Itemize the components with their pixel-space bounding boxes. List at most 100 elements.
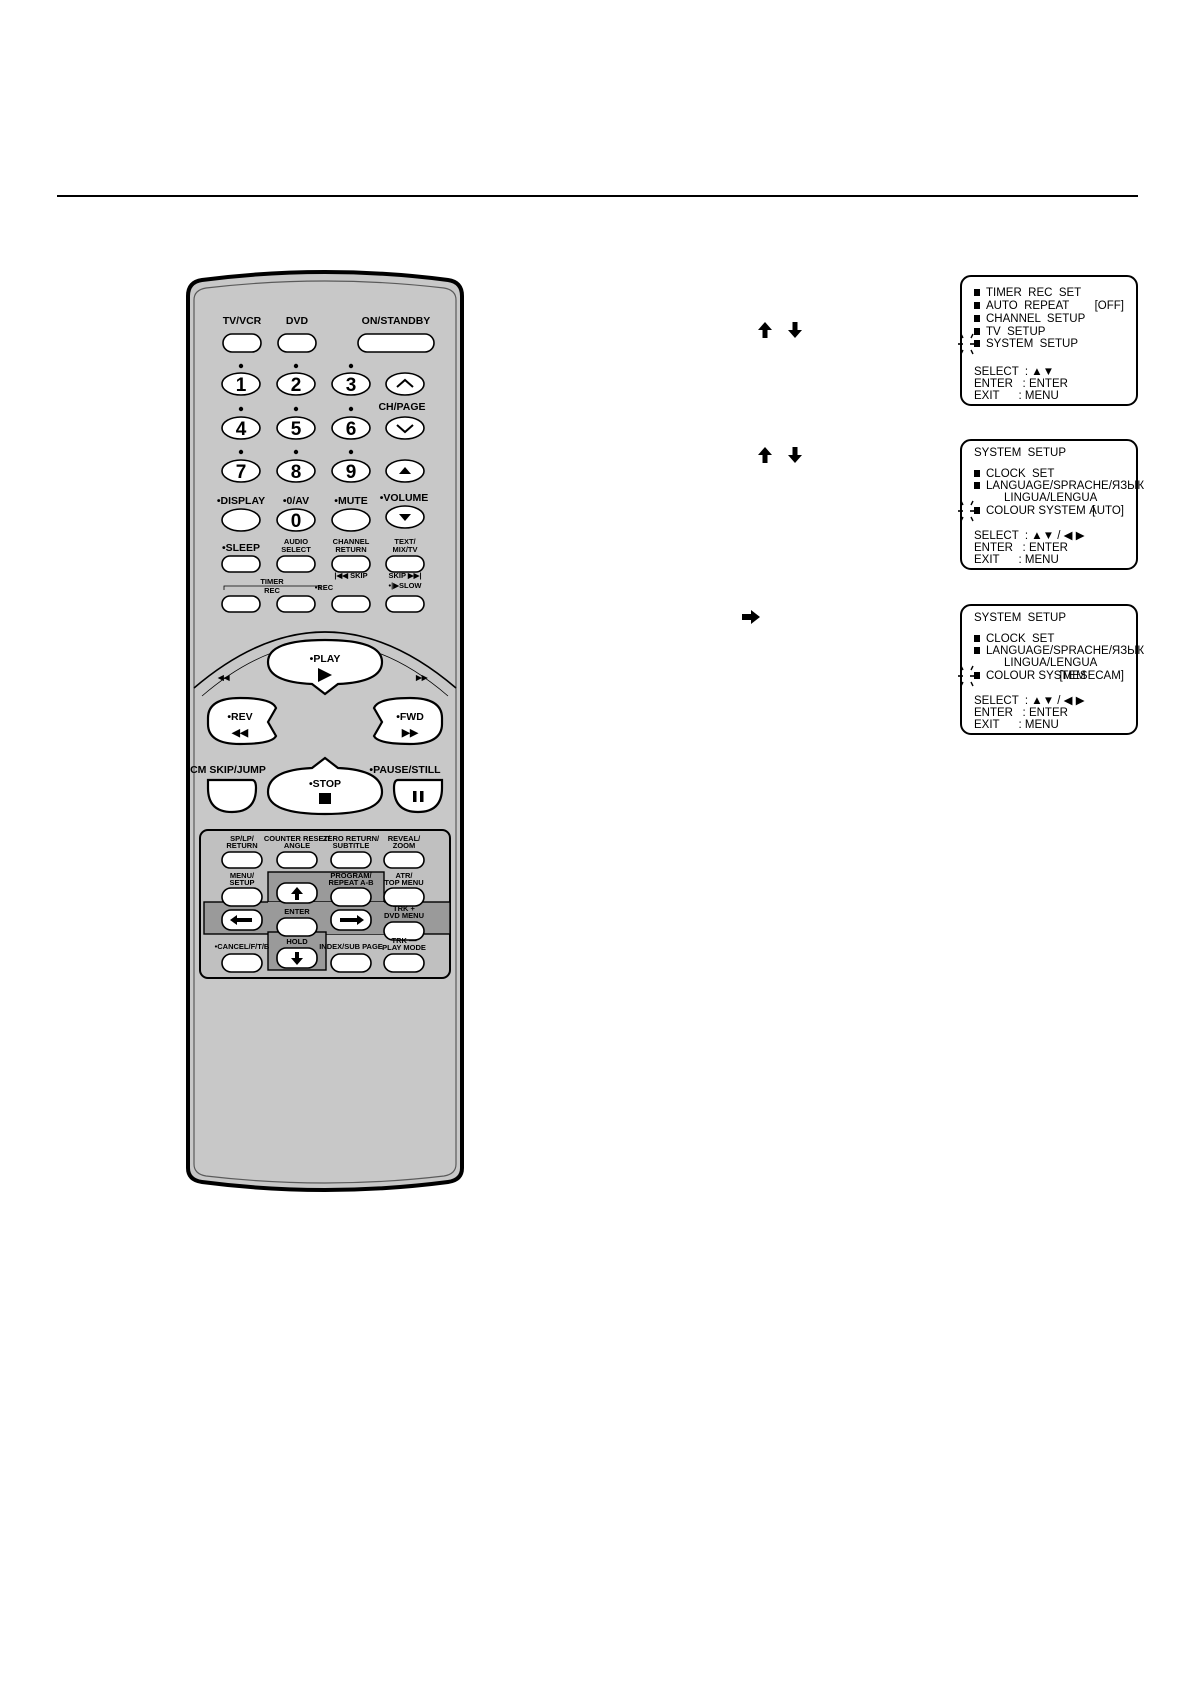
digit-6-button[interactable] [331,416,371,440]
channel-up-button[interactable] [385,372,425,396]
osd-footer-select: SELECT : ▲▼ [974,366,1055,378]
osd-item-channel-setup: CHANNEL SETUP [986,313,1086,325]
index-sub-page-button[interactable] [330,953,372,973]
program-repeat-button[interactable] [330,887,372,907]
fwd-button[interactable] [372,696,444,746]
trk-minus-play-mode-button[interactable] [383,953,425,973]
svg-text:0: 0 [291,511,302,532]
play-button[interactable] [266,638,384,696]
osd-screen-system-setup-mesecam: SYSTEM SETUP CLOCK SET LANGUAGE/SPRACHE/… [958,604,1144,735]
osd-item-timer-rec-set: TIMER REC SET [986,287,1082,299]
label-fwd: •FWD [396,711,424,723]
svg-text:ATR/: ATR/ [396,871,414,880]
label-display: •DISPLAY [217,495,265,507]
cancel-button[interactable] [221,953,263,973]
zero-return-subtitle-button[interactable] [330,851,372,869]
osd-footer-exit: EXIT : MENU [974,554,1059,566]
svg-text:REPEAT A-B: REPEAT A-B [329,878,375,887]
label-pause-still: •PAUSE/STILL [369,764,441,776]
enter-button[interactable] [276,917,318,937]
osd-footer-exit: EXIT : MENU [974,719,1059,731]
rec-button[interactable] [276,595,316,613]
pause-still-button[interactable] [392,778,444,814]
skip-fwd-slow-button[interactable] [385,595,425,613]
label-rev: •REV [227,711,252,723]
down-arrow-icon [291,952,303,965]
rewind-icon: ◀◀ [231,727,249,739]
svg-text:RETURN: RETURN [226,841,257,850]
tv-vcr-button[interactable] [222,333,262,353]
text-mix-tv-button[interactable] [385,555,425,573]
label-play: •PLAY [310,653,341,665]
label-stop: •STOP [309,778,341,790]
label-cancel: •CANCEL/F/T/B [215,942,270,951]
label-text: TEXT/ [394,537,416,546]
blinking-cursor-icon [958,665,976,687]
play-icon [318,668,332,682]
svg-text:ANGLE: ANGLE [284,841,310,850]
label-index: INDEX/SUB PAGE [319,942,383,951]
digit-2-button[interactable] [276,372,316,396]
osd-footer-enter: ENTER : ENTER [974,378,1068,390]
counter-reset-angle-button[interactable] [276,851,318,869]
channel-down-button[interactable] [385,416,425,440]
left-arrow-icon [230,915,252,925]
menu-setup-button[interactable] [221,887,263,907]
label-mute: •MUTE [334,495,367,507]
svg-text:TRK +: TRK + [393,904,415,913]
label-return: RETURN [335,545,366,554]
osd-value-colour-system: [MESECAM] [1059,670,1124,682]
mute-button[interactable] [331,508,371,532]
audio-select-button[interactable] [276,555,316,573]
label-rec-dot: •REC [315,583,334,592]
label-rec: REC [264,586,280,595]
digit-7-button[interactable] [221,459,261,483]
channel-return-button[interactable] [331,555,371,573]
up-arrow-icon [758,322,772,338]
svg-text:ZOOM: ZOOM [393,841,416,850]
stop-button[interactable] [266,756,384,816]
osd-screen-system-setup-auto: SYSTEM SETUP CLOCK SET LANGUAGE/SPRACHE/… [958,439,1144,570]
svg-text:REVEAL/: REVEAL/ [388,834,421,843]
svg-text:1: 1 [236,375,247,396]
svg-text:COUNTER RESET/: COUNTER RESET/ [264,834,331,843]
label-channel: CHANNEL [333,537,370,546]
dvd-button[interactable] [277,333,317,353]
rev-button[interactable] [206,696,278,746]
svg-text:MENU/: MENU/ [230,871,255,880]
digit-8-button[interactable] [276,459,316,483]
on-standby-button[interactable] [357,333,435,353]
label-select: SELECT [281,545,311,554]
up-arrow-icon [291,887,303,900]
sp-lp-return-button[interactable] [221,851,263,869]
digit-4-button[interactable] [221,416,261,440]
reveal-zoom-button[interactable] [383,851,425,869]
display-button[interactable] [221,508,261,532]
osd-item-lingua: LINGUA/LENGUA [1004,657,1098,669]
label-ch-page: CH/PAGE [378,401,425,413]
blinking-cursor-icon [958,333,976,355]
label-volume: •VOLUME [380,492,429,504]
trk-plus-dvd-menu-button[interactable] [383,921,425,941]
osd-footer-select: SELECT : ▲▼ / ◀ ▶ [974,695,1085,707]
svg-text:PROGRAM/: PROGRAM/ [330,871,372,880]
timer-button[interactable] [221,595,261,613]
cm-skip-button[interactable] [206,778,258,814]
digit-9-button[interactable] [331,459,371,483]
sleep-button[interactable] [221,555,261,573]
label-skip-back: |◀◀ SKIP [334,571,367,580]
osd-footer-enter: ENTER : ENTER [974,542,1068,554]
atr-top-menu-button[interactable] [383,887,425,907]
svg-text:4: 4 [236,419,247,440]
skip-back-button[interactable] [331,595,371,613]
header-rule [57,195,1138,197]
digit-0-button[interactable] [276,508,316,532]
svg-text:2: 2 [291,375,302,396]
digit-3-button[interactable] [331,372,371,396]
label-sleep: •SLEEP [222,542,260,554]
label-cm-skip: CM SKIP/JUMP [190,764,266,776]
osd-title: SYSTEM SETUP [974,612,1067,624]
osd-item-auto-repeat: AUTO REPEAT [986,300,1070,312]
digit-1-button[interactable] [221,372,261,396]
digit-5-button[interactable] [276,416,316,440]
